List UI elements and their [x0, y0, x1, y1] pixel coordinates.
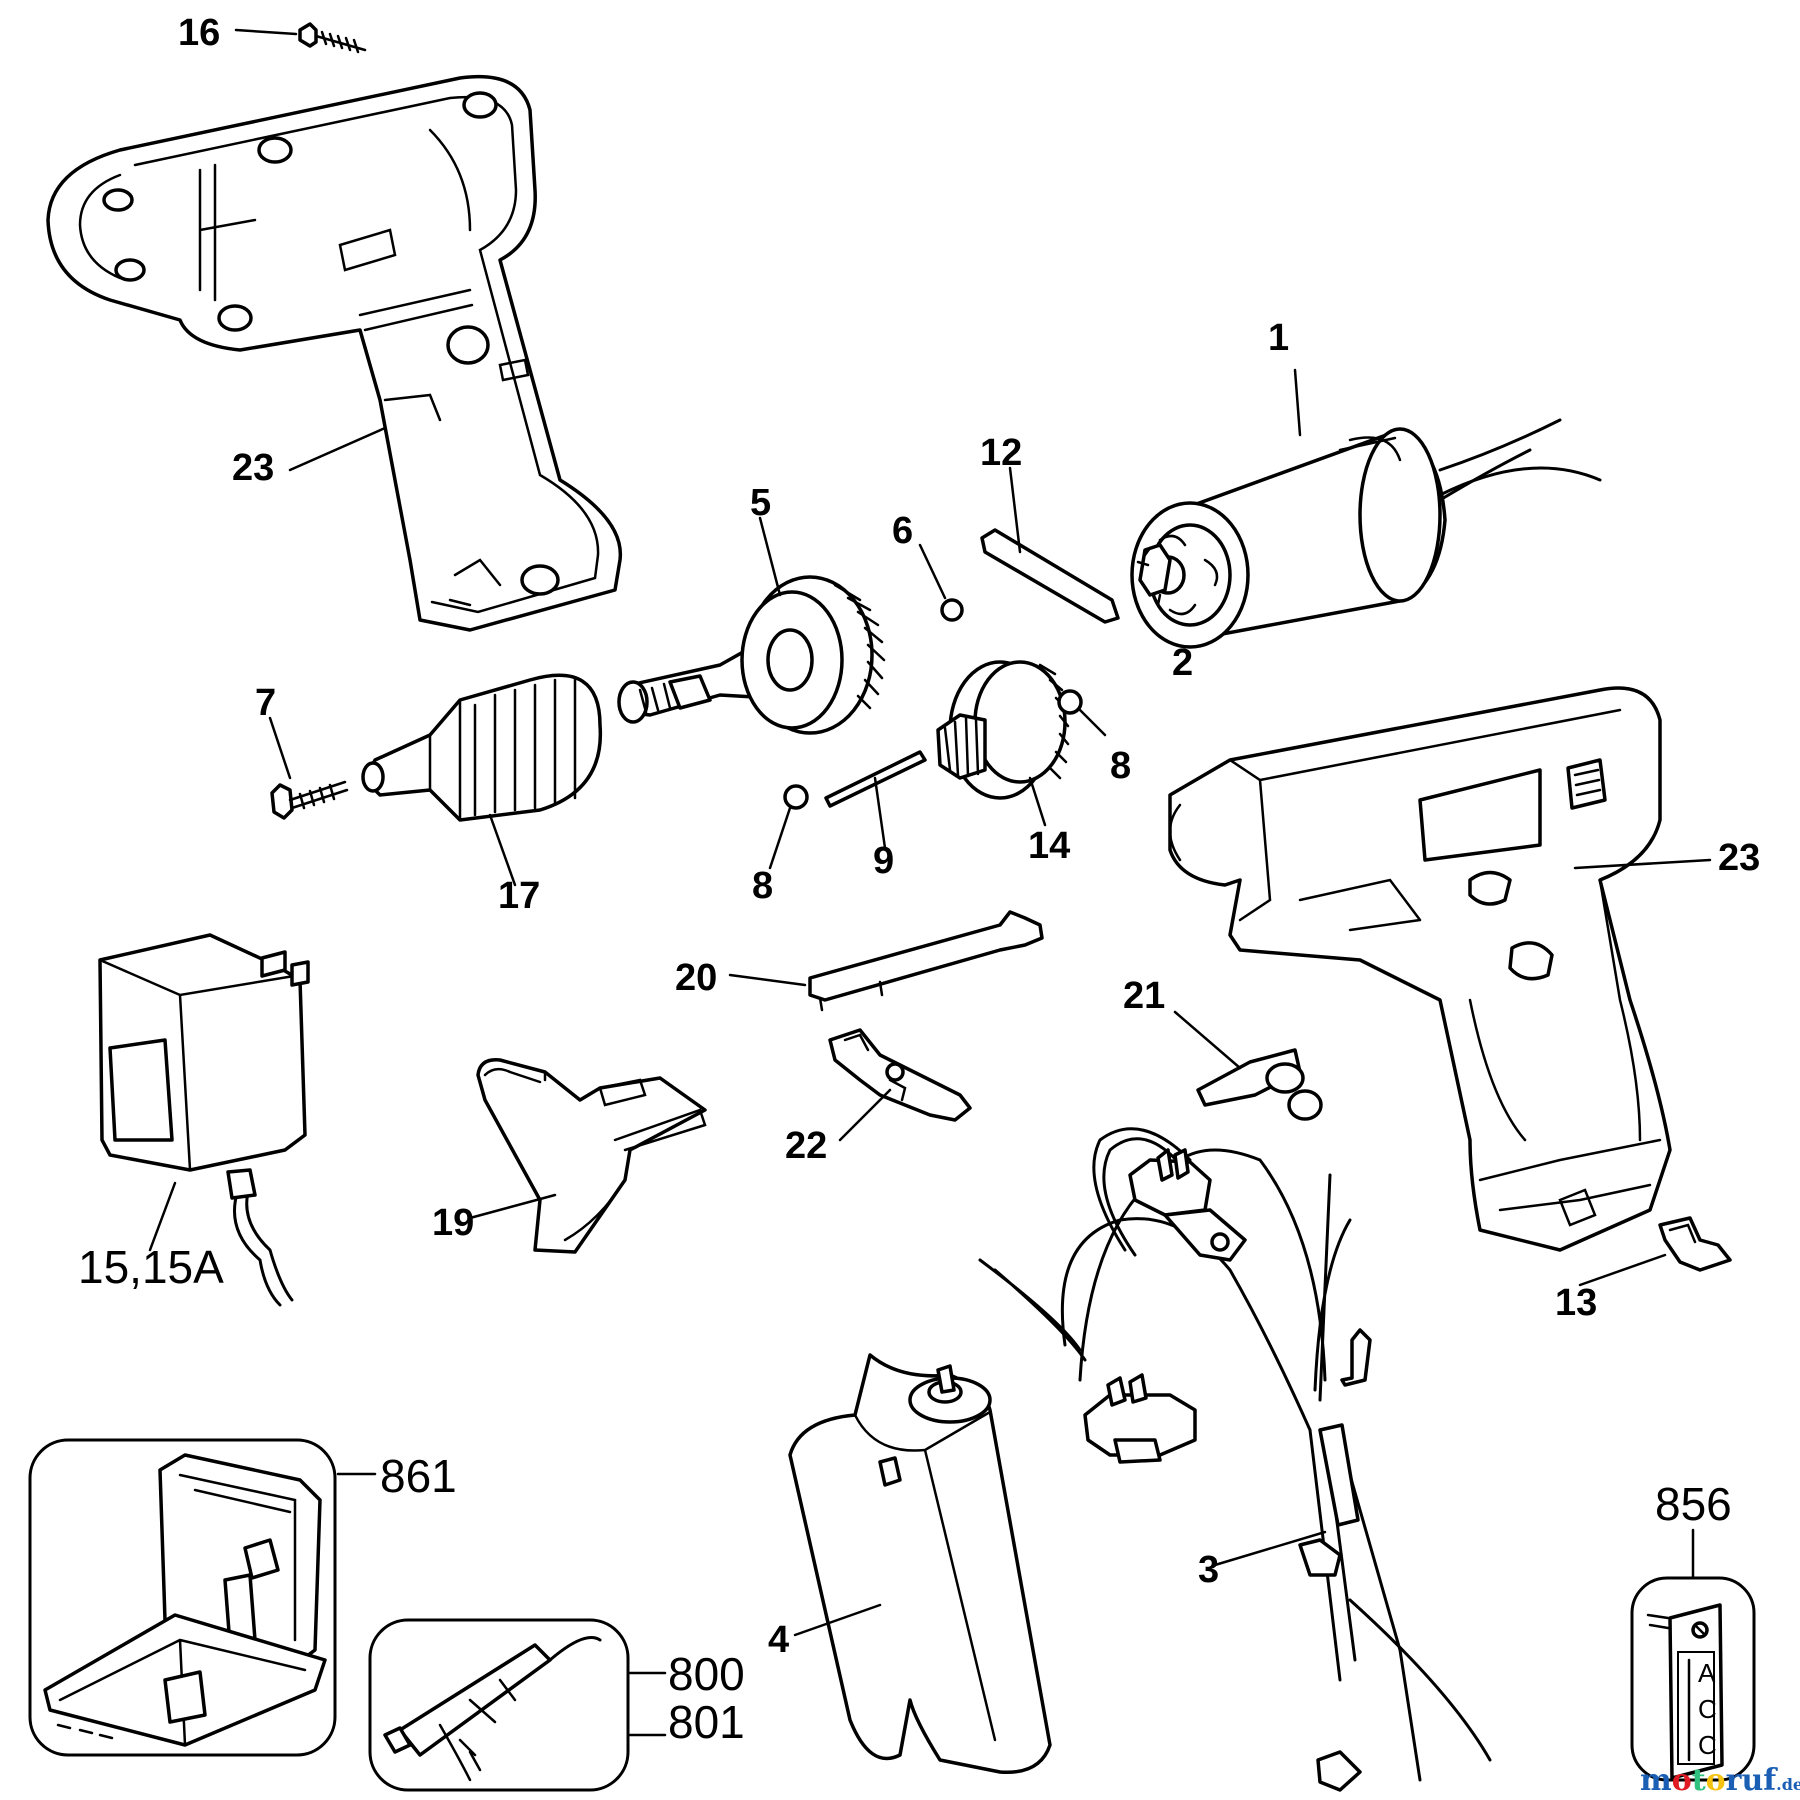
- callout-1: 1: [1268, 317, 1289, 359]
- part-23-housing-left: [46, 74, 623, 632]
- tag-letter-2: C: [1698, 1694, 1717, 1724]
- watermark-letter: u: [1741, 1763, 1763, 1798]
- callout-856: 856: [1655, 1478, 1732, 1530]
- callout-23-right: 23: [1718, 837, 1760, 879]
- callout-8-right: 8: [1110, 745, 1131, 787]
- part-21-clip: [1173, 1010, 1323, 1121]
- callout-5: 5: [750, 482, 771, 524]
- part-7-screw: [268, 716, 349, 820]
- part-14-gear: [936, 660, 1070, 827]
- watermark-main: motoruf: [1640, 1763, 1778, 1798]
- callout-22: 22: [785, 1125, 827, 1167]
- watermark-letter: f: [1763, 1763, 1778, 1798]
- callout-19: 19: [432, 1202, 474, 1244]
- callout-9: 9: [873, 840, 894, 882]
- callout-12: 12: [980, 432, 1022, 474]
- callout-2: 2: [1172, 642, 1193, 684]
- part-5-gear-shaft: [617, 516, 886, 735]
- part-17-chuck: [361, 673, 603, 887]
- watermark-logo: motoruf.de: [1640, 1763, 1800, 1798]
- callout-17: 17: [498, 875, 540, 917]
- part-3-wire-harness: [978, 1127, 1492, 1792]
- watermark-letter: r: [1726, 1763, 1743, 1798]
- part-13-clip: [1578, 1216, 1732, 1287]
- part-9-pin: [824, 750, 927, 850]
- callout-3: 3: [1198, 1549, 1219, 1591]
- callout-21: 21: [1123, 975, 1165, 1017]
- part-12-plate: [980, 466, 1120, 624]
- callout-801: 801: [668, 1696, 745, 1748]
- tag-letter-3: C: [1698, 1730, 1717, 1760]
- callout-15-15a: 15,15A: [78, 1241, 224, 1293]
- watermark-letter: o: [1706, 1763, 1726, 1798]
- kit-856-tag: A C C: [1630, 1528, 1756, 1782]
- callout-800: 800: [668, 1648, 745, 1700]
- part-23-housing-right: [1168, 686, 1712, 1252]
- kit-800-801-accessory: [368, 1618, 667, 1792]
- callout-861: 861: [380, 1450, 457, 1502]
- part-8-ball-left: [768, 784, 809, 870]
- watermark-letter: t: [1692, 1763, 1706, 1798]
- callout-14: 14: [1028, 825, 1070, 867]
- callout-23-left: 23: [232, 447, 274, 489]
- part-8-ball-right: [1057, 689, 1107, 737]
- part-4-battery: [788, 1353, 1052, 1775]
- callout-4: 4: [768, 1619, 789, 1661]
- watermark-letter: m: [1640, 1763, 1672, 1798]
- callout-16: 16: [178, 12, 220, 54]
- part-6-ball: [918, 543, 964, 622]
- callout-6: 6: [892, 510, 913, 552]
- part-19-trigger: [468, 1058, 707, 1254]
- part-22-slide: [828, 1028, 972, 1142]
- callout-20: 20: [675, 957, 717, 999]
- callout-7: 7: [255, 682, 276, 724]
- kit-861-carrying-case: [28, 1438, 377, 1757]
- watermark-text: motoruf.de: [1640, 1763, 1800, 1798]
- watermark-letter: o: [1672, 1763, 1692, 1798]
- watermark-suffix: .de: [1776, 1775, 1800, 1794]
- part-20-lever: [728, 910, 1044, 1012]
- part-16-screw: [234, 22, 367, 54]
- callout-8-left: 8: [752, 865, 773, 907]
- tag-letter-1: A: [1698, 1658, 1716, 1688]
- callout-13: 13: [1555, 1282, 1597, 1324]
- part-15-charger: [98, 933, 310, 1307]
- part-1-motor: [1130, 368, 1602, 649]
